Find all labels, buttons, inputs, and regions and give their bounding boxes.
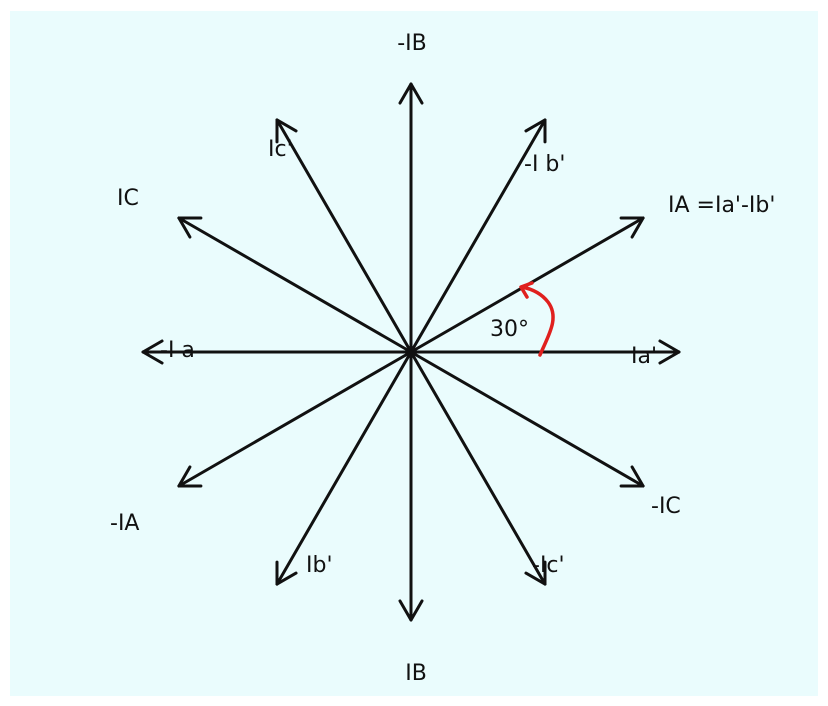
vector-ib-arrowhead bbox=[398, 599, 424, 622]
labels-layer: Ia' IA =Ia'-Ib' -I b' -IB Ic' IC -I a -IA Ib' IB -… bbox=[110, 31, 775, 686]
vector-neg-ia-arrowhead bbox=[141, 339, 164, 365]
vector-ic bbox=[177, 216, 413, 354]
vector-neg-ibp bbox=[409, 118, 547, 354]
vector-label-ia: IA =Ia'-Ib' bbox=[668, 193, 775, 218]
vector-neg-ic bbox=[409, 350, 645, 488]
vector-ic-arrowhead bbox=[177, 216, 203, 239]
vector-label-neg-ic: -IC bbox=[651, 494, 681, 519]
vector-neg-ibp-arrowhead bbox=[524, 118, 547, 144]
angle-label: 30° bbox=[490, 317, 529, 342]
vector-label-ib: IB bbox=[405, 661, 427, 686]
vector-label-neg-ibp: -I b' bbox=[524, 152, 565, 177]
vector-label-neg-ia: -IA bbox=[110, 511, 139, 536]
vector-iap-arrowhead bbox=[658, 339, 681, 365]
vector-neg-ib-arrowhead bbox=[398, 82, 424, 105]
angle-arc bbox=[520, 285, 555, 357]
vector-neg-icp-arrowhead bbox=[524, 560, 547, 586]
vector-neg-icp bbox=[409, 350, 547, 586]
vector-neg-ia bbox=[177, 350, 413, 488]
vector-ia-arrowhead bbox=[619, 216, 645, 239]
vector-label-iap: Ia' bbox=[631, 344, 657, 369]
angle-arc-arrowhead bbox=[519, 281, 534, 299]
vector-label-icp: Ic' bbox=[268, 137, 293, 162]
vector-neg-ia-arrowhead bbox=[177, 465, 203, 488]
vector-ibp-arrowhead bbox=[275, 560, 298, 586]
vector-label-ic: IC bbox=[117, 186, 139, 211]
vector-label-neg-ib: -IB bbox=[397, 31, 427, 56]
vector-ibp bbox=[275, 350, 413, 586]
vector-label-ibp: Ib' bbox=[306, 553, 333, 578]
vector-label-neg-ia: -I a bbox=[160, 338, 195, 363]
vector-icp bbox=[275, 118, 413, 354]
vector-neg-ic-arrowhead bbox=[619, 465, 645, 488]
vector-icp-arrowhead bbox=[275, 118, 298, 144]
vector-label-neg-icp: -Ic' bbox=[532, 553, 565, 578]
